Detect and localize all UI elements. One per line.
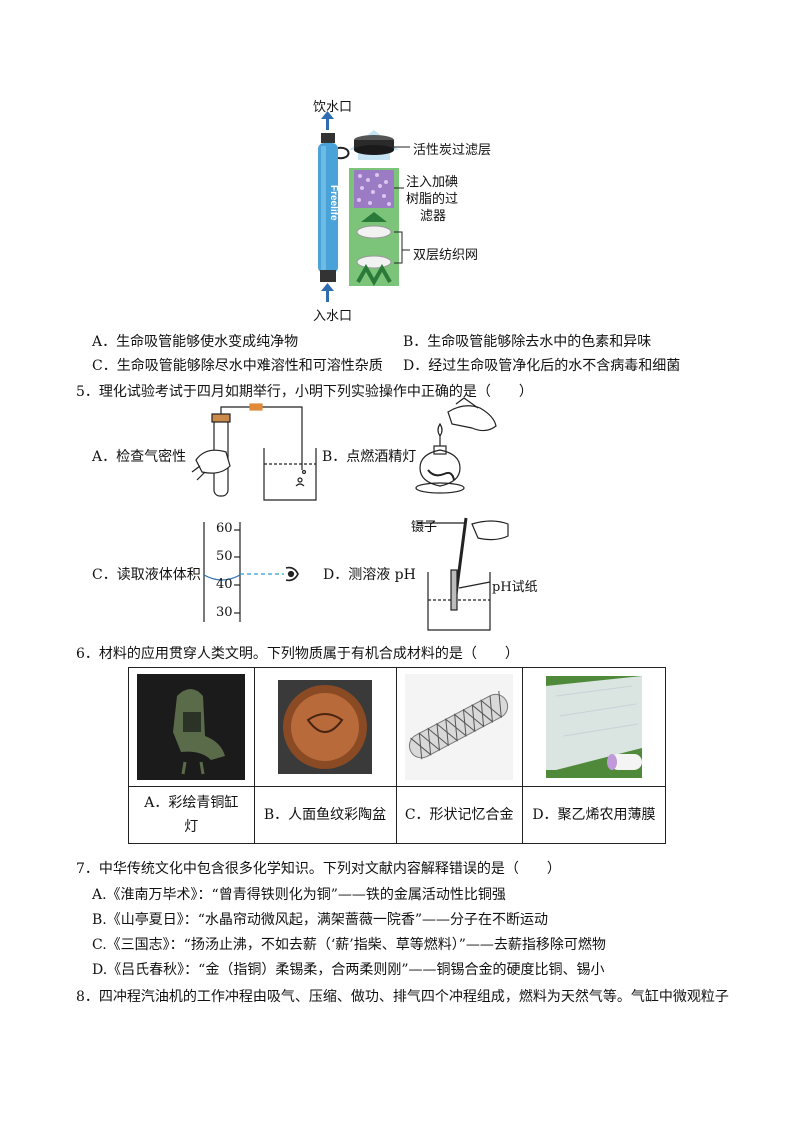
material-cell-shape-memory-alloy (395, 667, 523, 787)
q6-stem: 6．材料的应用贯穿人类文明。下列物质属于有机合成材料的是（ ） (76, 646, 519, 662)
material-label-b: B．人面鱼纹彩陶盆 (263, 807, 387, 823)
bronze-lamp-image (137, 674, 246, 780)
resin-layer-label-line2: 树脂的过 (406, 192, 459, 207)
graduated-cylinder-icon (203, 522, 299, 622)
material-label-a-line2: 灯 (184, 819, 199, 835)
cylinder-tick-40: 40 (216, 577, 233, 592)
mesh-layer-icon (356, 212, 392, 287)
materials-table: A．彩绘青铜缸 灯 B．人面鱼纹彩陶盆 C．形状记忆合金 D．聚乙烯农用薄膜 (128, 667, 667, 844)
ph-test-apparatus-icon (418, 517, 509, 631)
inlet-arrow-icon (321, 283, 334, 302)
q7-stem: 7．中华传统文化中包含很多化学知识。下列对文献内容解释错误的是（ ） (76, 861, 561, 877)
cylinder-tick-50: 50 (216, 549, 233, 564)
material-cell-bronze-lamp (128, 667, 255, 787)
material-label-c: C．形状记忆合金 (404, 807, 514, 823)
q4-option-d: D．经过生命吸管净化后的水不含病毒和细菌 (403, 358, 681, 374)
carbon-layer-icon (354, 135, 394, 155)
alcohol-lamp-icon (415, 397, 497, 494)
material-cell-pottery-basin (253, 667, 397, 787)
pottery-basin-image (278, 680, 373, 774)
tweezers-label: 镊子 (411, 520, 438, 535)
q5-option-b: B．点燃酒精灯 (322, 449, 417, 465)
resin-layer-label-line3: 滤器 (420, 209, 447, 224)
cylinder-tick-60: 60 (216, 521, 233, 536)
straw-brand-text: Freelife (328, 185, 339, 221)
material-cell-polyethylene-film (521, 667, 667, 787)
resin-layer-label-line1: 注入加碘 (406, 175, 459, 190)
straw-tube (318, 133, 350, 282)
resin-filter-icon (354, 170, 394, 208)
airtightness-apparatus-icon (191, 403, 317, 501)
mesh-layer-label: 双层纺织网 (413, 248, 479, 263)
material-label-a-line1: A．彩绘青铜缸 (144, 795, 239, 811)
polyethylene-film-image (545, 676, 642, 778)
q7-option-d: D.《吕氏春秋》：“金（指铜）柔锡柔，合两柔则刚”——铜锡合金的硬度比铜、锡小 (92, 962, 605, 978)
q8-stem: 8．四冲程汽油机的工作冲程由吸气、压缩、做功、排气四个冲程组成，燃料为天然气等。… (76, 989, 729, 1005)
ph-paper-label: pH试纸 (492, 580, 538, 595)
q4-option-b: B．生命吸管能够除去水中的色素和异味 (403, 334, 652, 350)
carbon-layer-label: 活性炭过滤层 (413, 143, 492, 158)
q4-option-c: C．生命吸管能够除尽水中难溶性和可溶性杂质 (92, 358, 383, 374)
q5-option-c: C．读取液体体积 (92, 567, 201, 583)
outlet-label: 饮水口 (313, 100, 353, 115)
q4-option-a: A．生命吸管能够使水变成纯净物 (92, 334, 299, 350)
q7-option-c: C.《三国志》：“扬汤止沸，不如去薪（‘薪’指柴、草等燃料）”——去薪指移除可燃… (92, 937, 606, 953)
q5-option-d: D．测溶液 pH (323, 567, 416, 583)
q7-option-a: A.《淮南万毕术》：“曾青得铁则化为铜”——铁的金属活动性比铜强 (92, 887, 506, 903)
inlet-label: 入水口 (313, 309, 353, 324)
outlet-arrow-icon (321, 111, 334, 130)
cylinder-tick-30: 30 (216, 605, 233, 620)
q7-option-b: B.《山亭夏日》：“水晶帘动微风起，满架蔷薇一院香”——分子在不断运动 (92, 912, 549, 928)
memory-alloy-stent-image (405, 674, 514, 780)
q5-stem: 5．理化试验考试于四月如期举行，小明下列实验操作中正确的是（ ） (76, 384, 533, 400)
material-label-d: D．聚乙烯农用薄膜 (532, 807, 656, 823)
q5-option-a: A．检查气密性 (92, 449, 187, 465)
